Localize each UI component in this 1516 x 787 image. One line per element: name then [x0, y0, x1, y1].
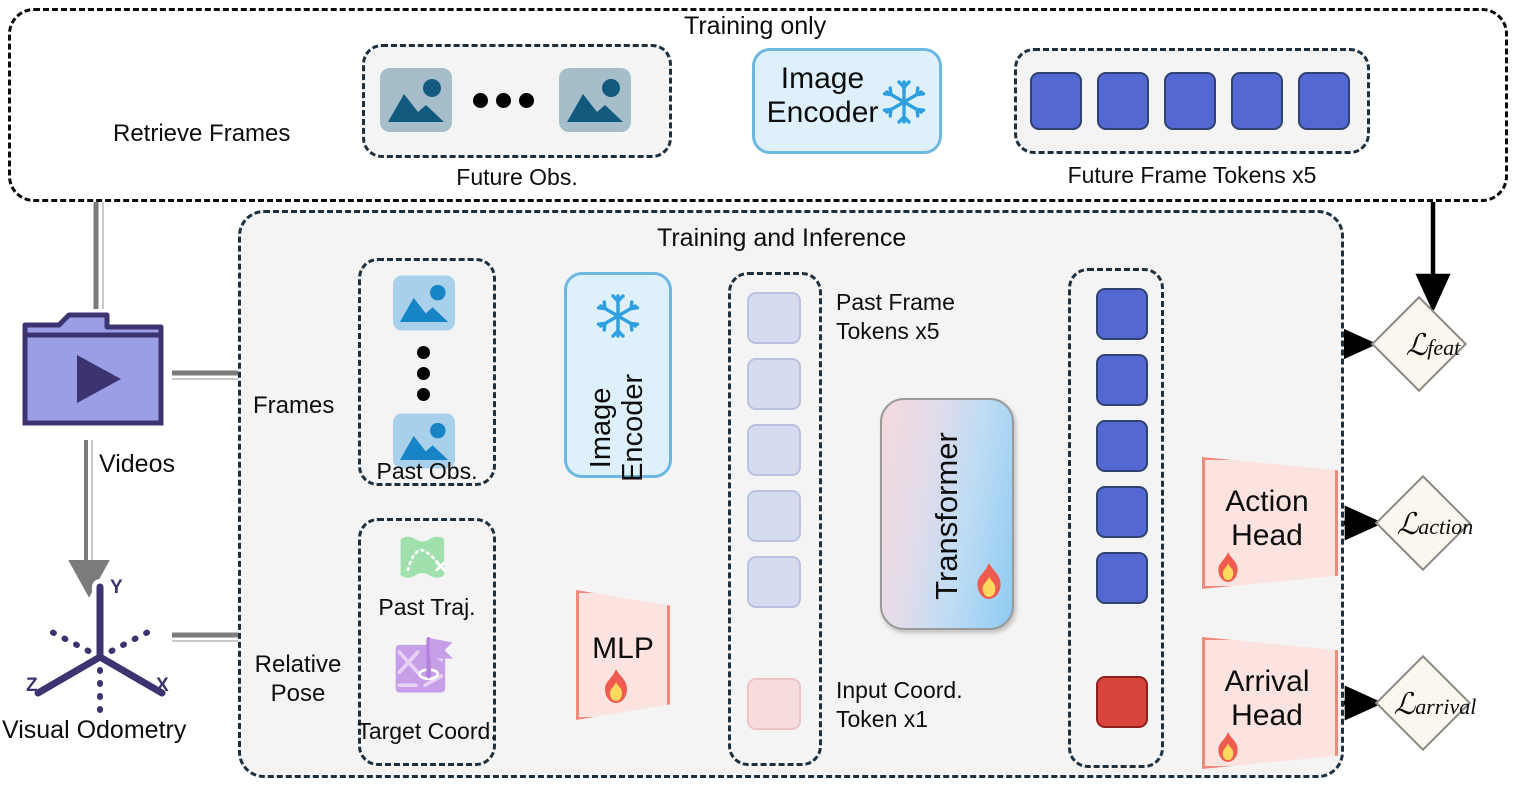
- past-frame-tokens-line1: Past Frame: [836, 289, 955, 315]
- loss-feat-subscript: feat: [1427, 335, 1461, 360]
- video-folder-icon: [12, 290, 172, 447]
- flame-icon: [972, 562, 1006, 605]
- retrieve-frames-label: Retrieve Frames: [113, 120, 291, 147]
- action-head-line1: Action: [1225, 485, 1309, 518]
- image-encoder-top-line1: Image: [780, 62, 865, 95]
- past-frame-token: [747, 424, 801, 476]
- image-encoder-top-label: Image Encoder: [760, 62, 885, 129]
- relative-pose-line2: Pose: [270, 679, 326, 707]
- future-frame-token: [1298, 72, 1350, 130]
- future-frame-token: [1097, 72, 1149, 130]
- future-frame-tokens-caption: Future Frame Tokens x5: [1067, 162, 1317, 188]
- output-frame-token: [1096, 288, 1148, 340]
- past-frame-token: [747, 358, 801, 410]
- image-encoder-main-line1: Image: [585, 387, 618, 469]
- loss-action-symbol: ℒ: [1396, 508, 1419, 541]
- snowflake-icon: [880, 78, 928, 131]
- future-obs-caption: Future Obs.: [456, 164, 578, 190]
- past-frame-token: [747, 490, 801, 542]
- input-coord-token-line1: Input Coord.: [836, 677, 963, 703]
- loss-arrival-symbol: ℒ: [1393, 688, 1416, 721]
- loss-arrival-label: ℒarrival: [1373, 687, 1497, 722]
- loss-arrival-subscript: arrival: [1415, 694, 1477, 719]
- output-arrival-token: [1096, 676, 1148, 728]
- svg-text:Y: Y: [110, 577, 123, 598]
- past-frame-tokens-label: Past Frame Tokens x5: [836, 288, 955, 346]
- arrival-head-label: Arrival Head: [1204, 665, 1330, 732]
- arrival-head-line2: Head: [1231, 698, 1303, 732]
- past-frame-token: [747, 556, 801, 608]
- relative-pose-label: Relative Pose: [250, 651, 346, 709]
- future-frame-token: [1030, 72, 1082, 130]
- future-obs-image-icon-1: [380, 64, 452, 136]
- past-obs-image-icon-1: [393, 272, 455, 334]
- image-encoder-main-label: Image Encoder: [585, 356, 650, 500]
- loss-action-subscript: action: [1418, 514, 1474, 539]
- flame-icon: [1214, 551, 1242, 588]
- region-training-and-inference-title: Training and Inference: [657, 224, 907, 252]
- future-frame-token: [1231, 72, 1283, 130]
- relative-pose-line1: Relative: [254, 651, 342, 678]
- snowflake-icon: [594, 292, 642, 345]
- target-coord-caption: Target Coord.: [357, 718, 497, 744]
- past-frame-token: [747, 292, 801, 344]
- output-frame-token: [1096, 354, 1148, 406]
- input-coord-token-label: Input Coord. Token x1: [836, 676, 963, 734]
- target-flag-map-icon: [392, 632, 458, 703]
- image-encoder-top-line2: Encoder: [766, 95, 879, 129]
- past-obs-image-icon-2: [393, 410, 455, 472]
- output-frame-token: [1096, 486, 1148, 538]
- input-coord-token: [747, 678, 801, 730]
- action-head-line2: Head: [1231, 518, 1303, 552]
- past-obs-caption: Past Obs.: [376, 458, 478, 484]
- output-frame-token: [1096, 552, 1148, 604]
- transformer-label: Transformer: [929, 432, 964, 600]
- output-frame-token: [1096, 420, 1148, 472]
- flame-icon: [1214, 731, 1242, 768]
- xyz-axes-icon: Y X Z: [10, 565, 190, 730]
- trajectory-map-icon: [397, 530, 455, 593]
- transformer-block: [880, 398, 1014, 630]
- loss-feat-symbol: ℒ: [1405, 329, 1428, 362]
- loss-action-label: ℒaction: [1375, 507, 1495, 542]
- future-frame-token: [1164, 72, 1216, 130]
- image-encoder-top: [752, 48, 942, 154]
- past-frame-tokens-line2: Tokens x5: [836, 317, 940, 344]
- frames-label: Frames: [253, 392, 335, 419]
- videos-label: Videos: [99, 450, 175, 478]
- past-traj-caption: Past Traj.: [378, 594, 476, 620]
- action-head-label: Action Head: [1204, 485, 1330, 552]
- arrival-head-line1: Arrival: [1224, 665, 1310, 698]
- future-obs-image-icon-2: [559, 64, 631, 136]
- svg-text:Z: Z: [26, 675, 38, 696]
- region-training-only-title: Training only: [684, 12, 827, 40]
- loss-feat-label: ℒfeat: [1383, 328, 1483, 363]
- flame-icon: [600, 668, 632, 709]
- input-coord-token-line2: Token x1: [836, 705, 929, 732]
- image-encoder-main-line2: Encoder: [617, 373, 649, 482]
- svg-text:X: X: [156, 675, 169, 696]
- mlp-label: MLP: [592, 632, 654, 665]
- visual-odometry-label: Visual Odometry: [2, 716, 187, 744]
